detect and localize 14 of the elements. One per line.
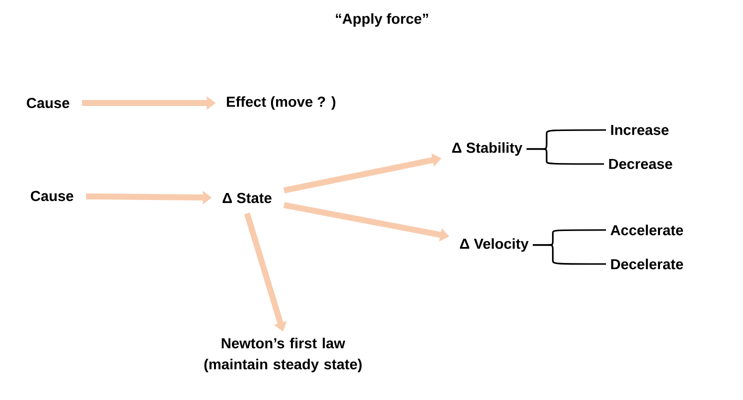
node-label: Effect (move ? ) (226, 96, 336, 110)
brace (532, 244, 606, 265)
node-label: Δ Velocity (460, 238, 529, 252)
title: “Apply force” (336, 13, 428, 27)
node-label: Decelerate (611, 258, 684, 270)
node-label: Accelerate (610, 224, 684, 236)
node-label: Decrease (609, 158, 672, 170)
node-label: Cause (26, 98, 70, 108)
node-label: Increase (611, 124, 669, 136)
node-label: Δ Stability (452, 142, 522, 156)
node-label: Newton’s first law (maintain steady state) (204, 338, 362, 372)
brace (526, 148, 604, 165)
node-label: Δ State (222, 192, 272, 204)
node-label: Cause (30, 190, 74, 202)
